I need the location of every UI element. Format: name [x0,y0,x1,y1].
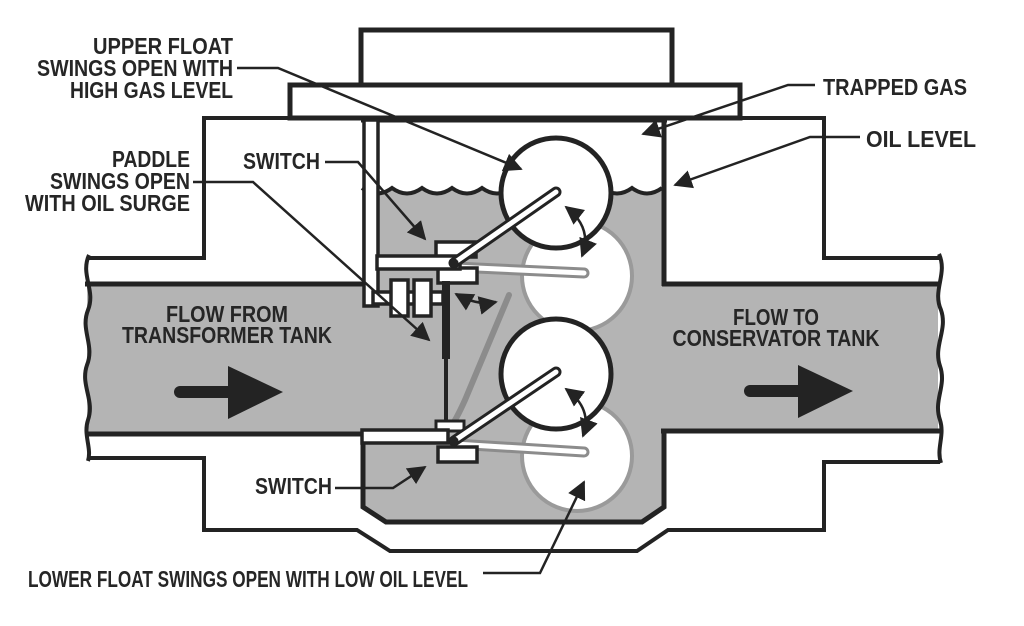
right-step-outline [740,116,939,260]
upper-float-label-line1: UPPER FLOAT [93,33,233,59]
paddle-plate-left [389,278,410,318]
paddle-swing-arrow [454,292,498,315]
upper-pivot-pin [449,258,459,268]
flow-from-label-line2: TRANSFORMER TANK [122,322,332,348]
mechanism [360,118,562,464]
lower-switch-leader [335,465,427,490]
flow-arrow-left-head [228,366,283,419]
lower-float-rod-core [451,369,559,444]
flow-to-label-line1: FLOW TO [733,304,819,330]
trapped-gas-label: TRAPPED GAS [823,74,967,100]
trapped-gas-leader [641,83,815,138]
oil-level-label: OIL LEVEL [866,126,976,152]
lower-float-label: LOWER FLOAT SWINGS OPEN WITH LOW OIL LEV… [28,566,468,592]
paddle-stem [444,357,448,432]
body-bottom-outline [89,456,940,553]
paddle-label-line3: WITH OIL SURGE [25,190,190,216]
right-pipe-break [936,253,945,464]
lower-switch-block-top [434,419,466,433]
lower-pivot-bar [360,428,450,445]
left-pipe-break [83,254,93,462]
upper-float-label-line2: SWINGS OPEN WITH [37,55,233,81]
top-cover [358,27,675,88]
paddle [442,281,450,359]
oil-level-leader [673,135,860,189]
upper-switch-leader [325,160,427,241]
lower-pivot-pin [449,436,459,446]
flow-to-label-line2: CONSERVATOR TANK [673,325,880,351]
upper-float-leader [237,66,523,172]
upper-float-label-line3: HIGH GAS LEVEL [70,77,233,103]
paddle-leader [193,180,431,342]
paddle-label-line2: SWINGS OPEN [50,168,190,194]
lower-float-leader [483,480,586,575]
paddle-label-line1: PADDLE [112,146,190,172]
flow-from-label-line1: FLOW FROM [166,301,288,327]
upper-pivot-bar [375,254,462,271]
flow-arrows [174,365,853,419]
lower-float-swing-arrow [564,387,598,438]
paddle-plate-right [412,278,433,318]
swing-arrows [454,205,598,438]
upper-float-rod-core [451,189,559,266]
chamber-floor [360,431,667,525]
left-step-outline [89,116,290,260]
support-post [362,118,380,308]
text-labels: UPPER FLOAT SWINGS OPEN WITH HIGH GAS LE… [25,33,976,592]
flow-arrow-right-head [798,365,853,418]
lower-switch-block-bottom [436,445,479,464]
leader-lines [193,66,860,575]
upper-switch-label: SWITCH [243,148,320,174]
upper-float-swing-arrow [564,205,597,258]
lower-switch-label: SWITCH [255,473,332,499]
